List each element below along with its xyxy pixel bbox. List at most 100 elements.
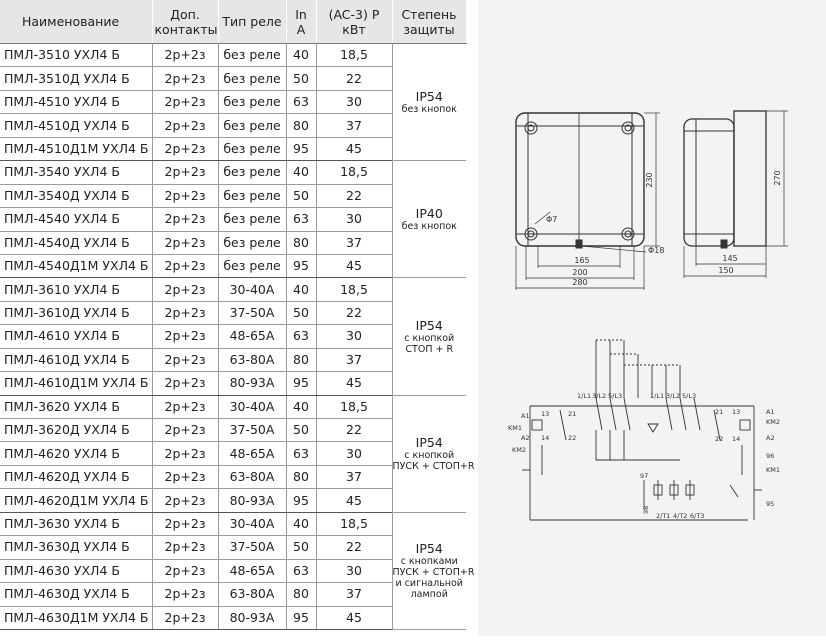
protection-note: с кнопками [400, 556, 458, 568]
protection-note: ПУСК + СТОП+R [392, 567, 475, 579]
cell-name: ПМЛ-4610Д1М УХЛ4 Б [0, 371, 153, 396]
cell-current: 95 [286, 371, 317, 396]
cell-contacts: 2р+2з [152, 488, 219, 513]
cell-power: 37 [316, 113, 393, 138]
cell-relay: 80-93А [218, 606, 287, 630]
cell-relay: без реле [218, 184, 287, 209]
cell-current: 50 [286, 301, 317, 326]
cell-name: ПМЛ-4510Д1М УХЛ4 Б [0, 137, 153, 162]
sch-t2: 4/T2 [673, 512, 687, 520]
cell-name: ПМЛ-3610Д УХЛ4 Б [0, 301, 153, 326]
cell-power: 22 [316, 418, 393, 443]
cell-contacts: 2р+2з [152, 371, 219, 396]
sch-in-l2: 3/L2 [592, 392, 606, 400]
cell-contacts: 2р+2з [152, 43, 219, 68]
sch-13-right: 13 [732, 408, 740, 416]
cell-contacts: 2р+2з [152, 348, 219, 373]
cell-relay: 48-65А [218, 441, 287, 466]
cell-name: ПМЛ-4510 УХЛ4 Б [0, 90, 153, 115]
protection-note: лампой [410, 589, 448, 601]
cell-contacts: 2р+2з [152, 301, 219, 326]
cell-contacts: 2р+2з [152, 324, 219, 349]
cell-name: ПМЛ-4540Д1М УХЛ4 Б [0, 254, 153, 279]
cell-power: 37 [316, 465, 393, 490]
cell-relay: 37-50А [218, 535, 287, 560]
cell-current: 40 [286, 160, 317, 185]
cell-name: ПМЛ-4610 УХЛ4 Б [0, 324, 153, 349]
cell-power: 18,5 [316, 43, 393, 68]
cell-current: 40 [286, 512, 317, 537]
protection-note: с кнопкой [404, 332, 455, 344]
sch-21-left: 21 [568, 410, 576, 418]
cell-current: 40 [286, 277, 317, 302]
cell-current: 50 [286, 184, 317, 209]
cell-relay: без реле [218, 66, 287, 91]
protection-note: и сигнальной [395, 578, 463, 590]
cell-current: 95 [286, 137, 317, 162]
cell-name: ПМЛ-4630Д1М УХЛ4 Б [0, 606, 153, 630]
cell-power: 45 [316, 371, 393, 396]
dim-phi18: Φ18 [648, 246, 664, 255]
cell-contacts: 2р+2з [152, 184, 219, 209]
cell-relay: 80-93А [218, 488, 287, 513]
cell-current: 80 [286, 231, 317, 255]
cell-contacts: 2р+2з [152, 418, 219, 443]
cell-name: ПМЛ-4630Д УХЛ4 Б [0, 582, 153, 607]
cell-relay: без реле [218, 137, 287, 162]
cell-relay: 30-40А [218, 395, 287, 420]
dim-phi7: Φ7 [546, 215, 557, 224]
cell-contacts: 2р+2з [152, 66, 219, 91]
sch-13-left: 13 [541, 410, 549, 418]
cell-power: 30 [316, 324, 393, 349]
cell-contacts: 2р+2з [152, 395, 219, 420]
cell-current: 50 [286, 535, 317, 560]
sch-km1-left: KM1 [508, 424, 522, 432]
cell-contacts: 2р+2з [152, 465, 219, 490]
cell-relay: без реле [218, 113, 287, 138]
cell-name: ПМЛ-4620Д УХЛ4 Б [0, 465, 153, 490]
cell-contacts: 2р+2з [152, 512, 219, 537]
sch-out-l1: 1/L1 [650, 392, 664, 400]
cell-relay: 37-50А [218, 418, 287, 443]
cell-power: 22 [316, 301, 393, 326]
dim-280: 280 [572, 278, 587, 287]
cell-name: ПМЛ-3510Д УХЛ4 Б [0, 66, 153, 91]
cell-power: 18,5 [316, 277, 393, 302]
header-name: Наименование [0, 0, 153, 44]
sch-km2-right: KM2 [766, 418, 780, 426]
cell-relay: 48-65А [218, 559, 287, 584]
sch-21-right: 21 [715, 408, 723, 416]
protection-note: с кнопкой [404, 450, 455, 462]
cell-relay: 80-93А [218, 371, 287, 396]
cell-power: 30 [316, 207, 393, 232]
protection-note: без кнопок [401, 221, 457, 233]
sch-22-right: 22 [715, 435, 723, 443]
protection-note: без кнопок [401, 104, 457, 116]
cell-relay: без реле [218, 90, 287, 115]
sch-out-l3: 5/L3 [682, 392, 696, 400]
sch-in-l1: 1/L1 [577, 392, 591, 400]
cell-name: ПМЛ-3540Д УХЛ4 Б [0, 184, 153, 209]
cell-power: 22 [316, 535, 393, 560]
cell-current: 80 [286, 582, 317, 607]
cell-relay: 63-80А [218, 348, 287, 373]
cell-power: 37 [316, 231, 393, 255]
cell-name: ПМЛ-3630 УХЛ4 Б [0, 512, 153, 537]
cell-relay: без реле [218, 207, 287, 232]
drawings-svg: 165 200 280 Φ7 Φ18 230 145 150 270 [508, 110, 788, 521]
